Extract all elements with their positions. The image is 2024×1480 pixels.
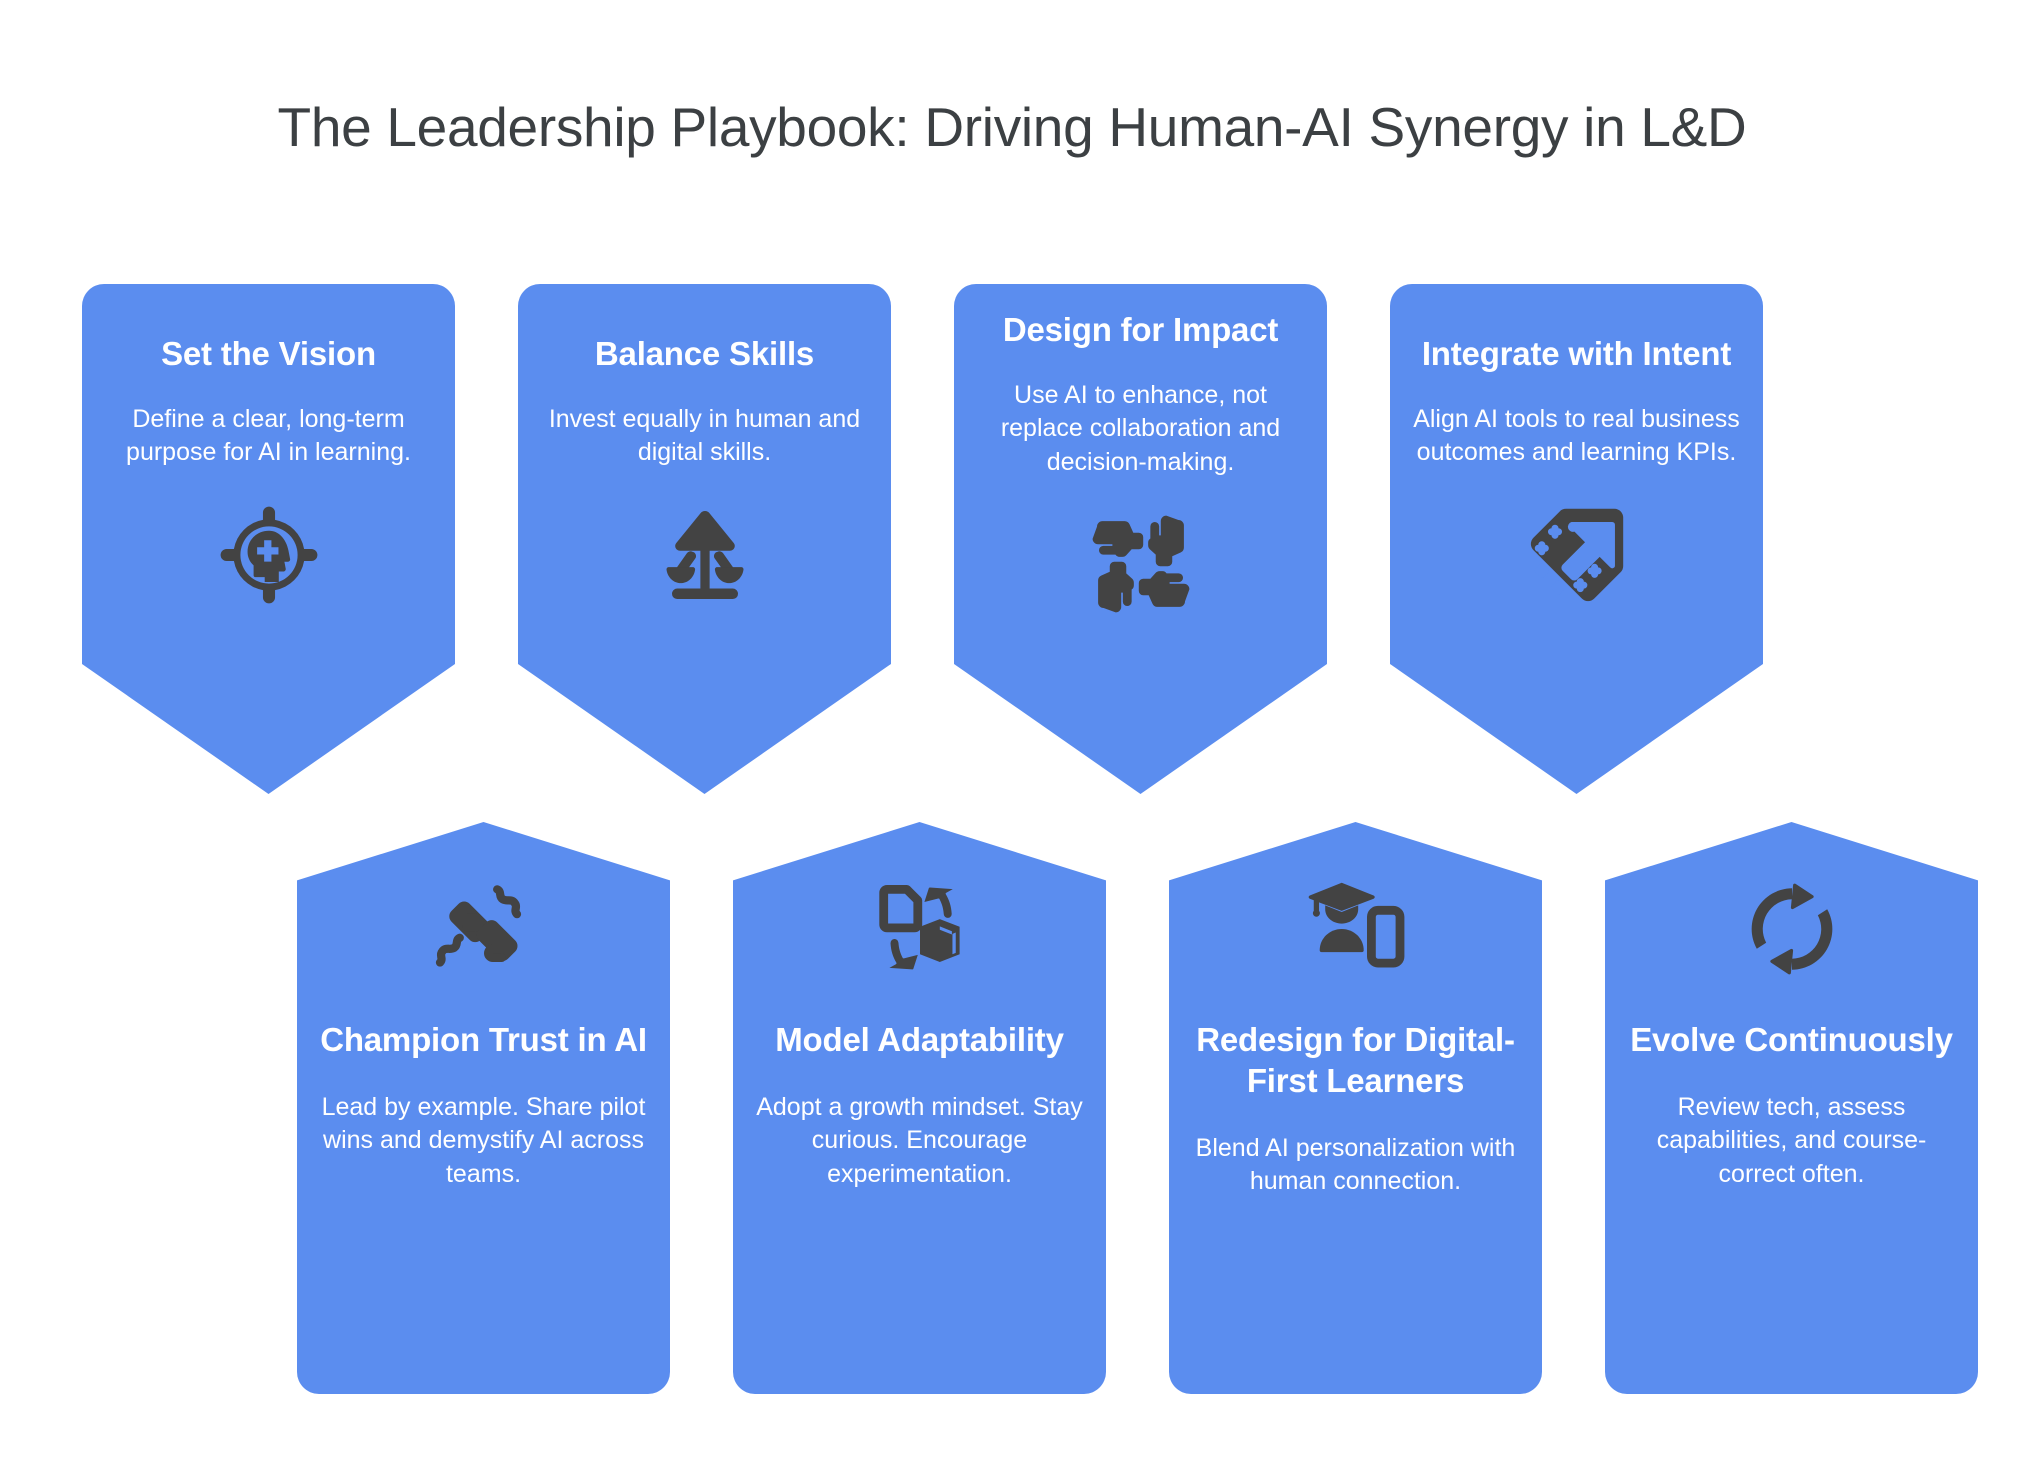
refresh-cycle-icon [1737,874,1847,984]
tag-arrow-sparkle-icon [1522,500,1632,610]
card-model-adaptability[interactable]: Model Adaptability Adopt a growth mindse… [733,822,1106,1394]
card-integrate-with-intent[interactable]: Integrate with Intent Align AI tools to … [1390,284,1763,794]
card-row-bottom: Champion Trust in AI Lead by example. Sh… [297,822,1978,1394]
transform-cycle-cube-icon [865,874,975,984]
four-hands-collaboration-icon [1086,509,1196,619]
card-title: Design for Impact [1002,311,1279,348]
card-design-for-impact[interactable]: Design for Impact Use AI to enhance, not… [954,284,1327,794]
card-body: Review tech, assess capabilities, and co… [1656,1092,1927,1188]
card-title: Balance Skills [594,335,815,372]
card-body: Blend AI personalization with human conn… [1195,1133,1516,1196]
card-champion-trust-in-ai[interactable]: Champion Trust in AI Lead by example. Sh… [297,822,670,1394]
card-body: Use AI to enhance, not replace collabora… [1000,380,1281,476]
card-evolve-continuously[interactable]: Evolve Continuously Review tech, assess … [1605,822,1978,1394]
card-balance-skills[interactable]: Balance Skills Invest equally in human a… [518,284,891,794]
card-body: Align AI tools to real business outcomes… [1413,404,1740,467]
card-title: Evolve Continuously [1630,1021,1953,1058]
balance-scales-icon [650,500,760,610]
card-body: Invest equally in human and digital skil… [548,404,861,467]
card-set-the-vision[interactable]: Set the Vision Define a clear, long-term… [82,284,455,794]
graduate-mobile-icon [1301,874,1411,984]
card-title: Model Adaptability [775,1021,1064,1058]
card-title: Integrate with Intent [1421,335,1732,372]
card-title: Champion Trust in AI [320,1021,647,1058]
target-head-plus-icon [214,500,324,610]
card-body: Adopt a growth mindset. Stay curious. En… [756,1092,1083,1188]
card-row-top: Set the Vision Define a clear, long-term… [82,284,1763,794]
card-title: Set the Vision [161,335,376,372]
card-redesign-for-digital-first-learners[interactable]: Redesign for Digital-First Learners Blen… [1169,822,1542,1394]
card-body: Define a clear, long-term purpose for AI… [126,404,411,467]
page-title: The Leadership Playbook: Driving Human-A… [277,96,1747,158]
handshake-trust-icon [429,874,539,984]
card-title: Redesign for Digital-First Learners [1196,1021,1515,1099]
card-body: Lead by example. Share pilot wins and de… [321,1092,646,1188]
